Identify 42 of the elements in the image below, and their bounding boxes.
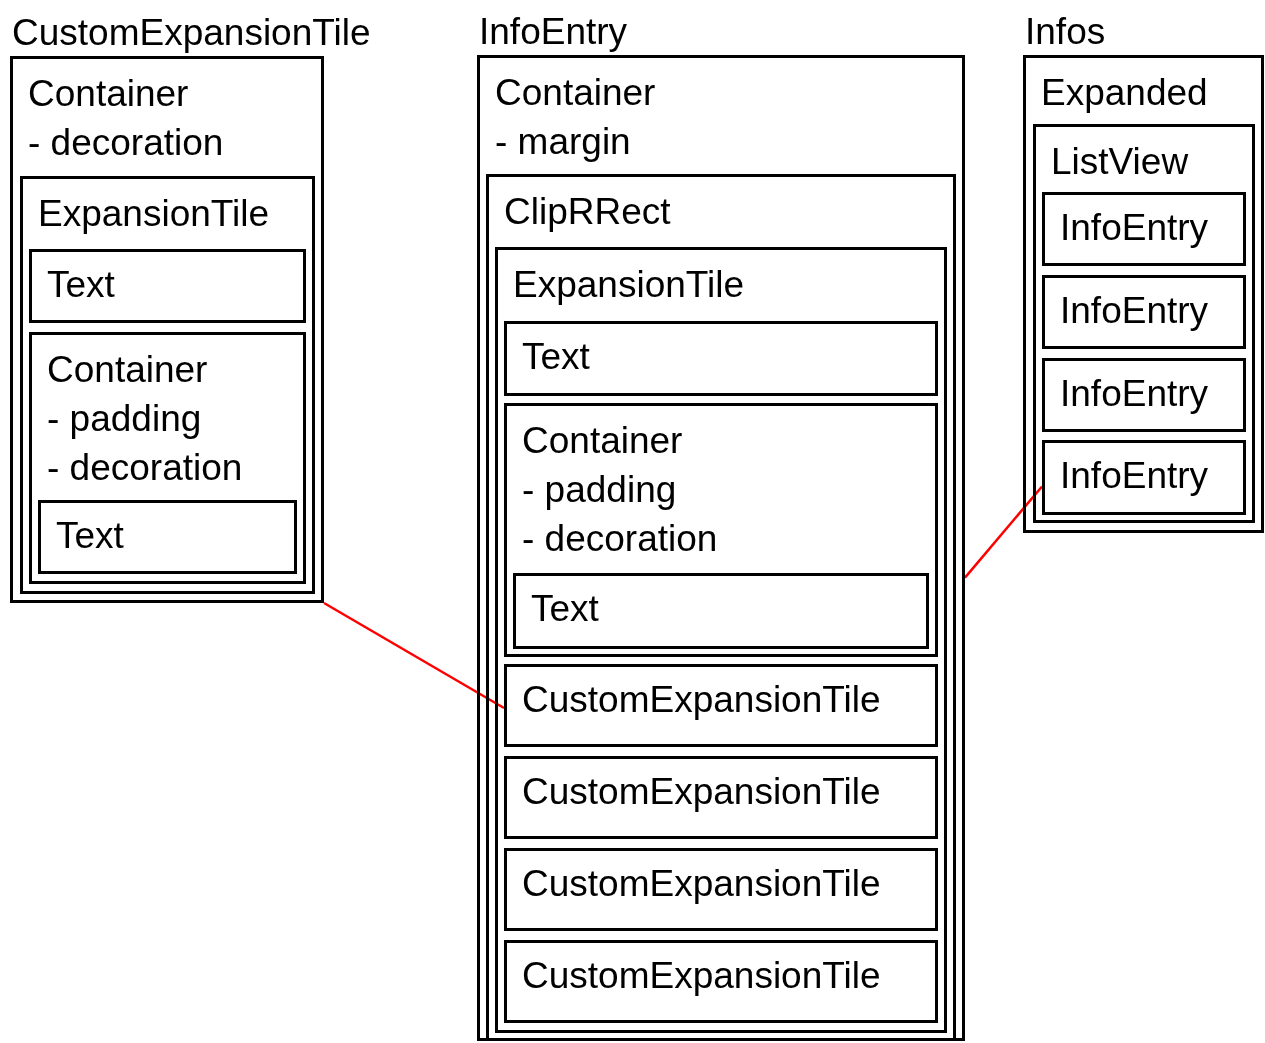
widget-box (504, 403, 938, 657)
widget-label: Container - padding - decoration (47, 348, 243, 490)
widget-label: CustomExpansionTile (522, 954, 881, 998)
widget-label: InfoEntry (1060, 289, 1209, 333)
widget-box (29, 332, 306, 584)
widget-label: ListView (1051, 140, 1189, 184)
widget-label: ExpansionTile (38, 192, 270, 236)
widget-label: ExpansionTile (513, 263, 745, 307)
widget-label: InfoEntry (1060, 372, 1209, 416)
widget-box (504, 664, 938, 747)
widget-label: Text (531, 587, 599, 631)
widget-box (1042, 192, 1246, 266)
widget-label: CustomExpansionTile (522, 770, 881, 814)
widget-box (504, 321, 938, 396)
widget-label: Text (522, 335, 590, 379)
widget-label: InfoEntry (1060, 454, 1209, 498)
widget-label: Text (56, 514, 124, 558)
widget-label: CustomExpansionTile (522, 862, 881, 906)
widget-label: Container - margin (495, 71, 656, 164)
widget-box (504, 756, 938, 839)
widget-box (513, 573, 929, 649)
widget-label: ClipRRect (504, 190, 671, 234)
widget-box (1042, 358, 1246, 432)
widget-label: InfoEntry (1060, 206, 1209, 250)
widget-box (1033, 124, 1255, 523)
widget-label: Container - decoration (28, 72, 224, 165)
widget-label: Expanded (1041, 71, 1208, 115)
widget-box (29, 249, 306, 323)
widget-label: CustomExpansionTile (522, 678, 881, 722)
widget-box (504, 848, 938, 931)
widget-title: CustomExpansionTile (12, 11, 371, 55)
widget-title: Infos (1025, 10, 1106, 54)
connector-line (963, 485, 1043, 579)
widget-label: Text (47, 263, 115, 307)
widget-box (1042, 440, 1246, 515)
widget-box (504, 940, 938, 1023)
connector-line (322, 601, 505, 710)
widget-title: InfoEntry (479, 10, 628, 54)
widget-box (38, 500, 297, 574)
widget-box (20, 176, 315, 594)
widget-label: Container - padding - decoration (522, 419, 718, 561)
widget-box (1042, 275, 1246, 349)
